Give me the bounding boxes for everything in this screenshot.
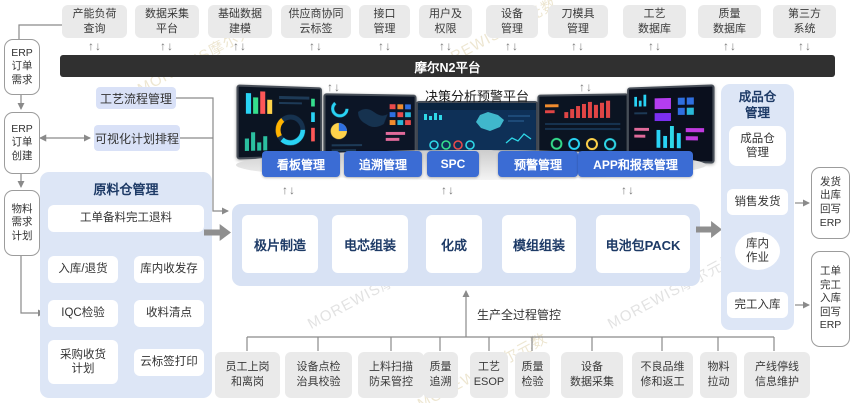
alert-management-button[interactable]: 预警管理 [498,151,578,177]
battery-pack-box: 电池包PACK [596,215,690,273]
app-report-management-button[interactable]: APP和报表管理 [578,151,693,177]
visual-planning-scheduling-box: 可视化计划排程 [94,125,180,151]
module-data-collection-platform: 数据采集 平台 [135,5,199,38]
module-capacity-load-query: 产能负荷 查询 [62,5,127,38]
cloud-label-print-box: 云标签打印 [134,349,204,376]
warehouse-operations-circle: 库内 作业 [735,232,780,270]
erp-order-demand-box: ERP 订单 需求 [4,39,40,95]
module-interface-management: 接口 管理 [359,5,410,38]
erp-order-create-box: ERP 订单 创建 [4,112,40,174]
shipping-writeback-erp-box: 发货 出库 回写 ERP [811,167,850,239]
inbound-return-box: 入库/退货 [48,256,118,283]
sync-arrows-icon: ↑↓ [441,183,455,197]
sync-arrows-icon: ↑↓ [505,39,519,53]
material-requirement-plan-box: 物料 需求 计划 [4,190,40,256]
production-line-panel: 极片制造 电芯组装 化成 模组组装 电池包PACK [232,204,700,286]
electrode-manufacturing-box: 极片制造 [242,215,318,273]
purchase-receiving-plan-box: 采购收货 计划 [48,340,118,384]
sync-arrows-icon: ↑↓ [571,39,585,53]
finished-warehouse-panel: 成品仓 管理 成品仓 管理 销售发货 库内 作业 完工入库 [721,84,794,330]
sync-arrows-icon: ↑↓ [439,39,453,53]
completion-inbound-box: 完工入库 [727,292,788,318]
process-flow-management-box: 工艺流程管理 [96,87,176,109]
sales-shipping-box: 销售发货 [727,189,788,215]
dashboard-screen-5 [627,84,715,164]
sync-arrows-icon: ↑↓ [282,183,296,197]
sync-arrows-icon: ↑↓ [233,39,247,53]
pc-defect-repair-rework: 不良品维 修和返工 [632,352,693,398]
sync-arrows-icon: ↑↓ [309,39,323,53]
process-control-title: 生产全过程管控 [477,308,562,322]
platform-bar-title: 摩尔N2平台 [414,60,481,75]
decision-platform-title: 决策分析预警平台 [424,89,529,104]
pc-quality-traceability: 质量 追溯 [423,352,458,398]
finished-warehouse-title: 成品仓 管理 [738,90,777,120]
module-process-database: 工艺 数据库 [623,5,686,38]
dashboard-screen-3 [416,101,538,155]
spc-button[interactable]: SPC [427,151,479,177]
sync-arrows-icon: ↑↓ [648,39,662,53]
sync-arrows-icon: ↑↓ [798,39,812,53]
sync-arrows-icon: ↑↓ [378,39,392,53]
cell-assembly-box: 电芯组装 [332,215,408,273]
sync-arrows-icon: ↑↓ [621,183,635,197]
module-die-mold-management: 刀模具 管理 [548,5,608,38]
module-users-permissions: 用户及 权限 [419,5,472,38]
platform-bar: 摩尔N2平台 [60,55,835,77]
pc-equipment-data-collection: 设备 数据采集 [561,352,623,398]
dashboard-screen-1 [236,84,323,160]
completion-writeback-erp-box: 工单 完工 入库 回写 ERP [811,251,850,347]
receiving-count-box: 收料清点 [134,300,204,327]
sync-arrows-icon: ↑↓ [160,39,174,53]
dashboard-screen-4 [537,93,629,159]
sync-arrows-icon: ↑↓ [88,39,102,53]
warehouse-io-box: 库内收发存 [134,256,204,283]
pc-line-stop-info-maintenance: 产线停线 信息维护 [744,352,810,398]
module-equipment-management: 设备 管理 [486,5,538,38]
raw-warehouse-panel: 原料仓管理 工单备料完工退料 入库/退货 库内收发存 IQC检验 收料清点 采购… [40,172,212,398]
pc-material-pull: 物料 拉动 [700,352,737,398]
work-order-prep-return-box: 工单备料完工退料 [48,205,204,232]
module-supplier-cloud-label: 供应商协同 云标签 [281,5,351,38]
sync-arrows-icon: ↑↓ [327,80,341,94]
formation-box: 化成 [426,215,482,273]
module-basic-data-modeling: 基础数据 建模 [208,5,272,38]
pc-process-esop: 工艺 ESOP [470,352,508,398]
iqc-inspection-box: IQC检验 [48,300,118,327]
module-third-party-system: 第三方 系统 [773,5,836,38]
module-quality-database: 质量 数据库 [698,5,761,38]
sync-arrows-icon: ↑↓ [579,80,593,94]
dashboard-screen-2 [323,93,417,161]
pc-quality-inspection: 质量 检验 [515,352,550,398]
pc-staff-on-off-duty: 员工上岗 和离岗 [215,352,280,398]
raw-warehouse-title: 原料仓管理 [93,182,159,197]
module-assembly-box: 模组组装 [502,215,576,273]
pc-equipment-check-fixture: 设备点检 治具校验 [285,352,352,398]
sync-arrows-icon: ↑↓ [723,39,737,53]
finished-warehouse-manage-box: 成品仓 管理 [729,126,786,166]
pc-loading-scan-mistake-proof: 上料扫描 防呆管控 [358,352,424,398]
traceability-management-button[interactable]: 追溯管理 [344,151,422,177]
kanban-management-button[interactable]: 看板管理 [262,151,340,177]
